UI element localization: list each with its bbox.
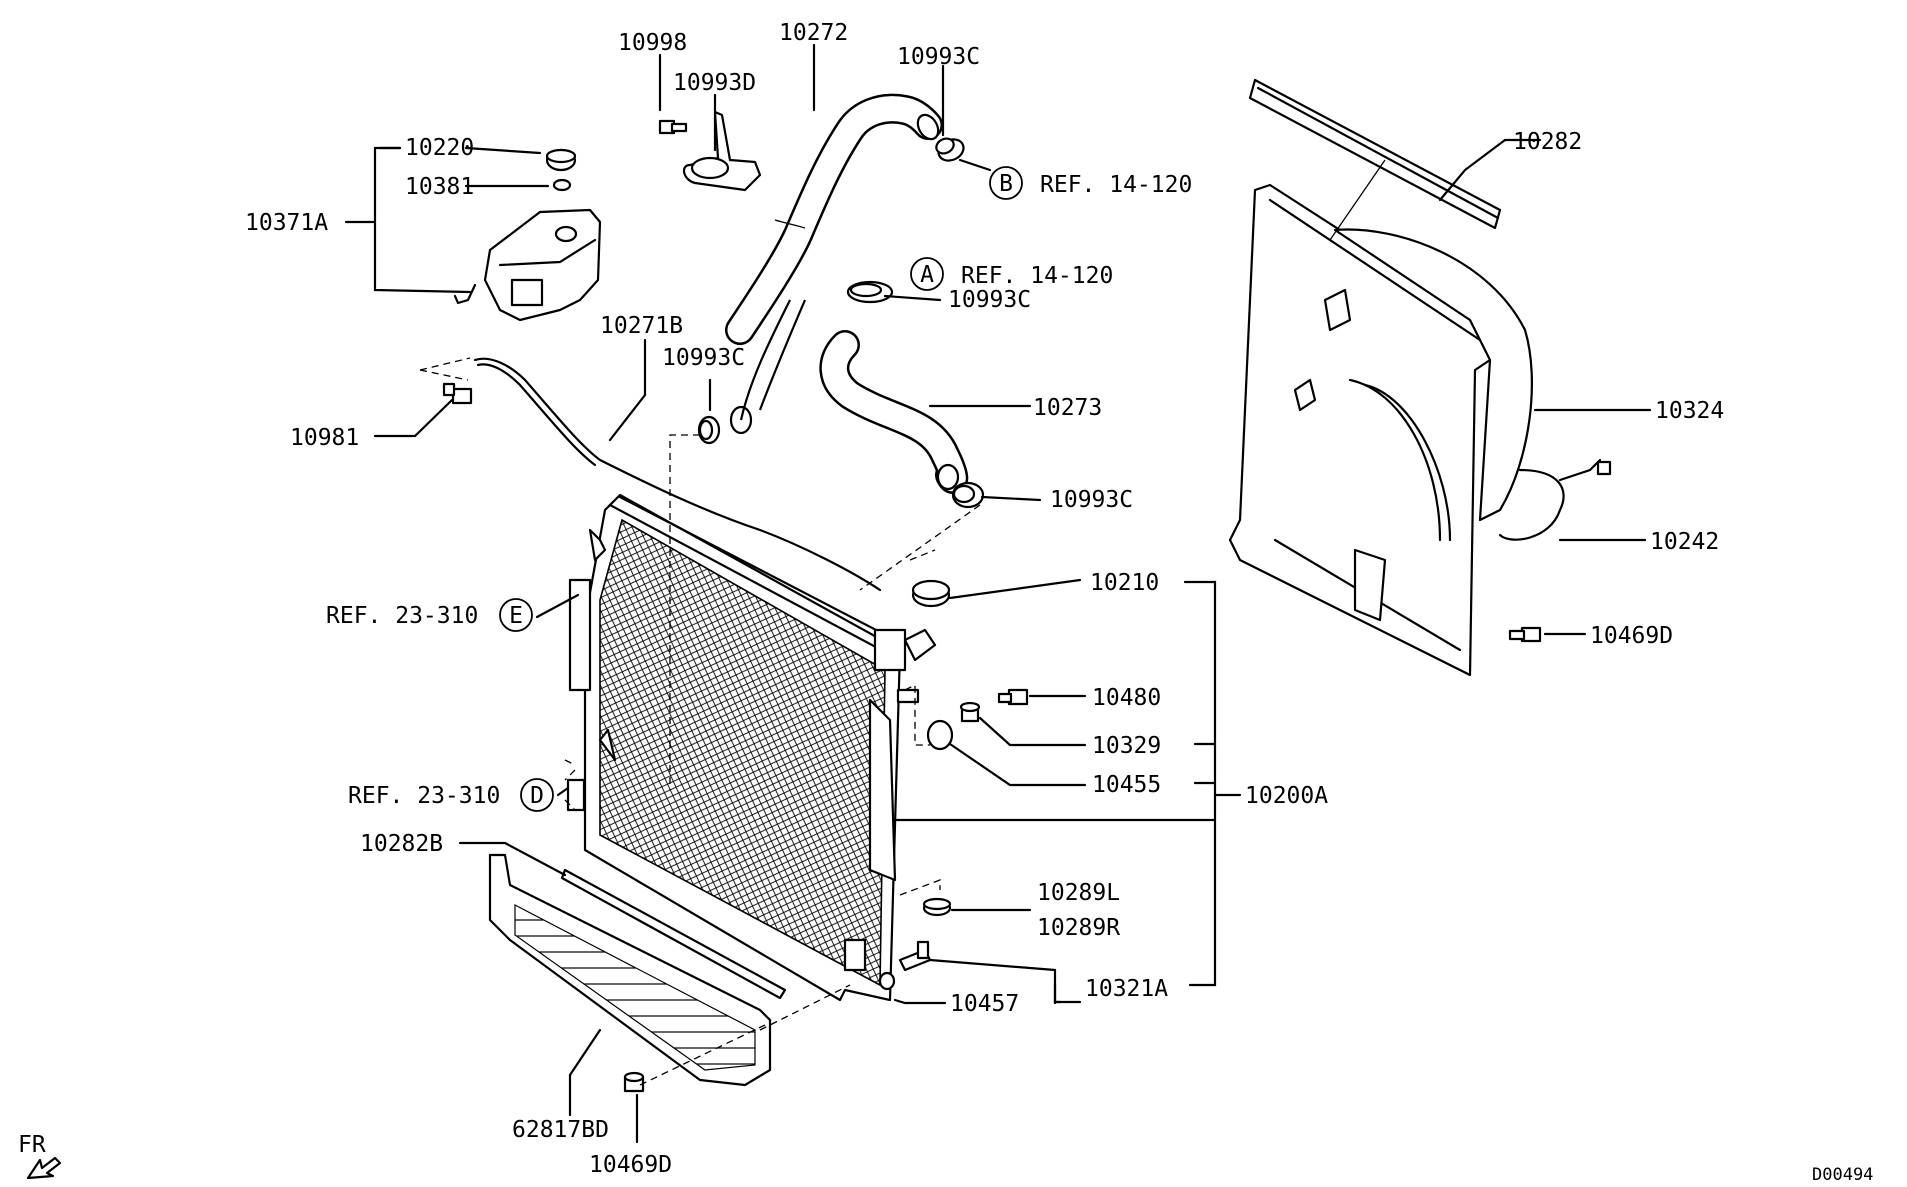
label-10993c-lower: 10993C bbox=[1050, 487, 1133, 513]
bolt-10469d-right bbox=[1508, 626, 1542, 643]
label-10457: 10457 bbox=[950, 991, 1019, 1017]
label-10993d: 10993D bbox=[673, 70, 756, 96]
label-10321a: 10321A bbox=[1085, 976, 1168, 1002]
label-10242: 10242 bbox=[1650, 529, 1719, 555]
bolt-10480 bbox=[997, 688, 1029, 706]
callout-e-letter: E bbox=[509, 603, 523, 629]
lower-radiator-hose bbox=[819, 330, 969, 494]
overflow-hose bbox=[473, 357, 882, 592]
label-10282b: 10282B bbox=[360, 831, 443, 857]
drain-cock bbox=[898, 940, 932, 972]
label-10998: 10998 bbox=[618, 30, 687, 56]
gasket-10457 bbox=[878, 971, 896, 991]
label-10455: 10455 bbox=[1092, 772, 1161, 798]
callout-a-letter: A bbox=[920, 262, 934, 288]
reservoir-tank bbox=[453, 208, 602, 322]
hose-bracket bbox=[682, 110, 762, 192]
bolt-10469d-bottom bbox=[623, 1071, 645, 1093]
label-10993c-top: 10993C bbox=[897, 44, 980, 70]
label-10469d-bottom: 10469D bbox=[589, 1152, 672, 1178]
callout-d: D bbox=[520, 778, 554, 812]
label-10981: 10981 bbox=[290, 425, 359, 451]
leader-lines bbox=[344, 43, 1652, 1144]
bolt-10981 bbox=[442, 382, 473, 405]
callout-b-letter: B bbox=[999, 171, 1013, 197]
hose-clamp-lower bbox=[951, 481, 985, 509]
radiator-mount-10455 bbox=[926, 719, 954, 751]
hose-clamp-left bbox=[697, 415, 721, 445]
lower-cover bbox=[488, 853, 772, 1087]
radiator bbox=[566, 493, 937, 1002]
rubber-mount-10329 bbox=[959, 701, 981, 723]
radiator-cap bbox=[911, 579, 951, 608]
label-10289r: 10289R bbox=[1037, 915, 1120, 941]
callout-b: B bbox=[989, 166, 1023, 200]
label-10289l: 10289L bbox=[1037, 880, 1120, 906]
label-ref-d: REF. 23-310 bbox=[348, 783, 500, 809]
label-10220: 10220 bbox=[405, 135, 474, 161]
hose-clamp-top bbox=[935, 137, 965, 162]
upper-radiator-hose bbox=[725, 93, 943, 435]
label-10324: 10324 bbox=[1655, 398, 1724, 424]
label-10282: 10282 bbox=[1513, 129, 1582, 155]
label-10993c-left: 10993C bbox=[662, 345, 745, 371]
label-10272: 10272 bbox=[779, 20, 848, 46]
label-10469d-right: 10469D bbox=[1590, 623, 1673, 649]
label-10480: 10480 bbox=[1092, 685, 1161, 711]
fan-shroud bbox=[1228, 183, 1533, 677]
label-fr: FR bbox=[18, 1132, 46, 1158]
callout-d-letter: D bbox=[530, 783, 544, 809]
label-62817bd: 62817BD bbox=[512, 1117, 609, 1143]
label-10329: 10329 bbox=[1092, 733, 1161, 759]
wiring-harness bbox=[1498, 458, 1612, 541]
label-ref-b: REF. 14-120 bbox=[1040, 172, 1192, 198]
label-10210: 10210 bbox=[1090, 570, 1159, 596]
reservoir-cap bbox=[545, 148, 577, 172]
upper-seal-10282 bbox=[1248, 78, 1502, 230]
label-10381: 10381 bbox=[405, 174, 474, 200]
label-10200a: 10200A bbox=[1245, 783, 1328, 809]
label-10271b: 10271B bbox=[600, 313, 683, 339]
bolt-10998 bbox=[658, 119, 688, 135]
hose-clamp-a bbox=[846, 280, 894, 304]
front-arrow-icon bbox=[26, 1156, 62, 1180]
label-ref-e: REF. 23-310 bbox=[326, 603, 478, 629]
callout-e: E bbox=[499, 598, 533, 632]
label-10273: 10273 bbox=[1033, 395, 1102, 421]
plug-10289 bbox=[922, 897, 952, 917]
part-labels: 10998 10272 10993D 10993C REF. 14-120 10… bbox=[18, 20, 1873, 1185]
lower-seal-10282b bbox=[560, 868, 787, 1000]
label-10371a: 10371A bbox=[245, 210, 328, 236]
callout-a: A bbox=[910, 257, 944, 291]
label-ref-a: REF. 14-120 bbox=[961, 263, 1113, 289]
reservoir-o-ring bbox=[552, 178, 572, 192]
label-10993c-a: 10993C bbox=[948, 287, 1031, 313]
diagram-code: D00494 bbox=[1812, 1165, 1873, 1185]
